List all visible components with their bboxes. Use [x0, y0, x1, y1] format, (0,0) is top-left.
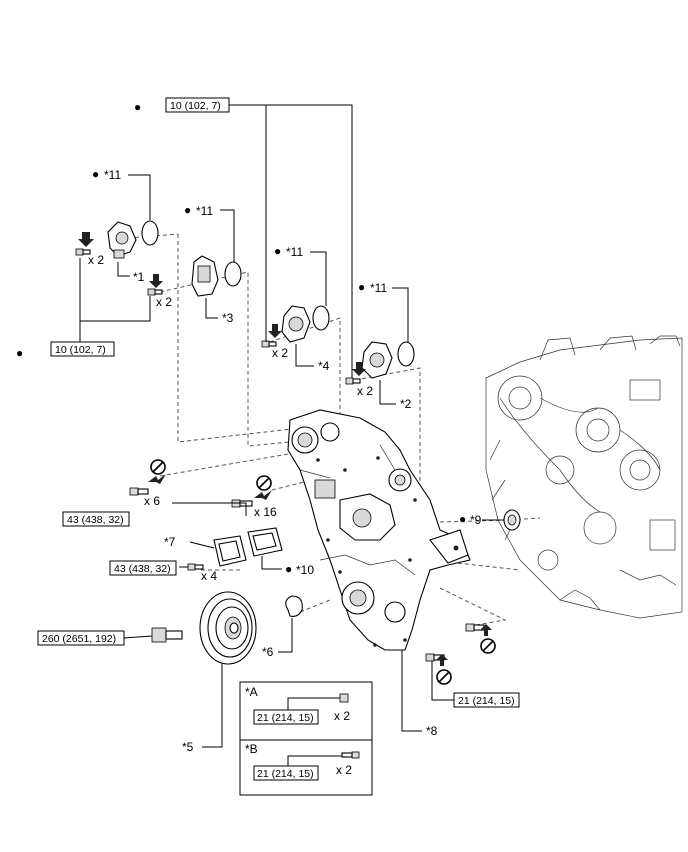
- engine-assembly-illustration: [485, 335, 683, 619]
- label-inset-a: *A: [245, 685, 258, 699]
- bullet-dot-6: ●: [358, 280, 365, 294]
- gasket-part-10: [247, 527, 283, 557]
- torque-box-8-text: 21 (214, 15): [257, 768, 314, 780]
- o-ring-4: [397, 341, 415, 367]
- torque-box-6: [453, 692, 520, 708]
- label-9: *9: [470, 513, 482, 527]
- part-1-illustration: [107, 221, 137, 259]
- qty-7: x 4: [201, 569, 217, 583]
- label-inset-b: *B: [245, 742, 258, 756]
- label-7: *7: [164, 535, 176, 549]
- torque-box-5: [37, 630, 125, 646]
- torque-box-4: [109, 560, 177, 576]
- label-6: *6: [262, 645, 274, 659]
- o-ring-2: [224, 261, 242, 287]
- torque-box-5-text: 260 (2651, 192): [42, 633, 116, 645]
- bullet-dot-8: ●: [285, 562, 292, 576]
- label-11-c: *11: [286, 245, 303, 259]
- label-10: *10: [296, 563, 314, 577]
- torque-box-7: [253, 709, 319, 725]
- gasket-part-7: [213, 535, 247, 567]
- torque-box-1: [165, 97, 230, 113]
- label-1: *1: [133, 270, 145, 284]
- o-ring-1: [141, 220, 159, 246]
- label-5: *5: [182, 740, 194, 754]
- torque-box-3: [62, 511, 130, 527]
- part-6-illustration: [285, 595, 303, 617]
- qty-1: x 2: [88, 253, 104, 267]
- pulley-bolt: [151, 627, 183, 643]
- timing-chain-cover-illustration: [287, 409, 471, 651]
- no-reuse-icons: [150, 459, 496, 685]
- arrow-symbols: [78, 232, 492, 666]
- torque-box-3-text: 43 (438, 32): [67, 514, 124, 526]
- torque-box-2: [50, 341, 115, 357]
- qty-5: x 6: [144, 494, 160, 508]
- leader-lines: [79, 104, 504, 748]
- oil-seal-inner: [507, 514, 517, 526]
- torque-box-6-text: 21 (214, 15): [458, 695, 515, 707]
- bullet-dot-4: ●: [184, 203, 191, 217]
- qty-6: x 16: [254, 505, 277, 519]
- bullet-dot-1: ●: [134, 100, 141, 114]
- torque-box-7-text: 21 (214, 15): [257, 712, 314, 724]
- inset-box: [239, 681, 373, 796]
- label-11-d: *11: [370, 281, 387, 295]
- torque-box-1-text: 10 (102, 7): [170, 100, 221, 112]
- qty-3: x 2: [272, 346, 288, 360]
- qty-9: x 2: [336, 763, 352, 777]
- label-8: *8: [426, 724, 438, 738]
- crankshaft-pulley: [199, 591, 257, 665]
- label-11-a: *11: [104, 168, 121, 182]
- label-11-b: *11: [196, 204, 213, 218]
- label-2: *2: [400, 397, 412, 411]
- bullet-dot-3: ●: [92, 167, 99, 181]
- part-3-illustration: [191, 255, 219, 297]
- bullet-dot-7: ●: [459, 512, 466, 526]
- part-2-illustration: [361, 341, 393, 379]
- torque-box-2-text: 10 (102, 7): [55, 344, 106, 356]
- bullet-dot-5: ●: [274, 244, 281, 258]
- label-3: *3: [222, 311, 234, 325]
- part-4-illustration: [281, 305, 311, 343]
- torque-box-4-text: 43 (438, 32): [114, 563, 171, 575]
- qty-8: x 2: [334, 709, 350, 723]
- torque-box-8: [253, 765, 319, 781]
- qty-2: x 2: [156, 295, 172, 309]
- o-ring-3: [312, 305, 330, 331]
- label-4: *4: [318, 359, 330, 373]
- bullet-dot-2: ●: [16, 346, 23, 360]
- qty-4: x 2: [357, 384, 373, 398]
